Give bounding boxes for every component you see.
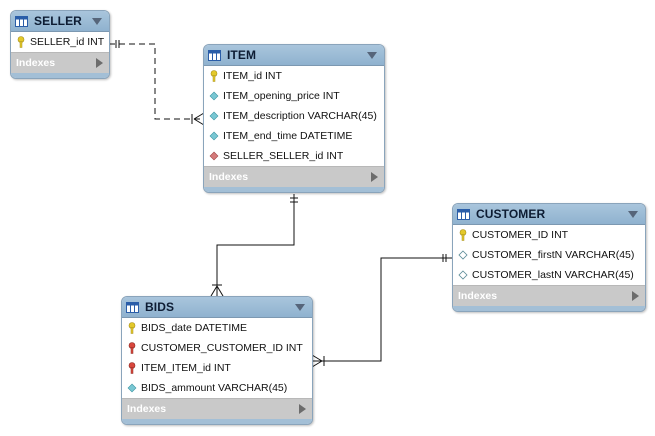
column-label: ITEM_description VARCHAR(45): [223, 110, 377, 122]
table-header: CUSTOMER: [453, 204, 645, 225]
table-header: ITEM: [204, 45, 384, 66]
column-label: SELLER_id INT: [30, 36, 105, 48]
relationship-item-bids[interactable]: [210, 194, 298, 297]
primary-key-icon: [458, 229, 468, 241]
foreign-primary-key-icon: [127, 342, 137, 354]
indexes-section[interactable]: Indexes: [453, 285, 645, 306]
chevron-down-icon[interactable]: [92, 17, 102, 25]
column-row[interactable]: ITEM_end_time DATETIME: [204, 126, 384, 146]
column-row[interactable]: CUSTOMER_lastN VARCHAR(45): [453, 265, 645, 285]
foreign-primary-key-icon: [127, 362, 137, 374]
column-row[interactable]: ITEM_opening_price INT: [204, 86, 384, 106]
column-icon: [209, 90, 219, 102]
table-icon: [457, 208, 470, 220]
column-list: ITEM_id INT ITEM_opening_price INT ITEM_de…: [204, 66, 384, 166]
column-list: SELLER_id INT: [11, 32, 109, 52]
indexes-label: Indexes: [16, 57, 56, 69]
table-title: CUSTOMER: [476, 207, 546, 221]
chevron-down-icon[interactable]: [367, 51, 377, 59]
indexes-section[interactable]: Indexes: [122, 398, 312, 419]
indexes-section[interactable]: Indexes: [11, 52, 109, 73]
column-label: BIDS_date DATETIME: [141, 322, 248, 334]
relationship-seller-item[interactable]: [109, 40, 205, 126]
column-label: BIDS_ammount VARCHAR(45): [141, 382, 288, 394]
table-icon: [126, 301, 139, 313]
table-footer: [453, 306, 645, 311]
expand-arrow-icon[interactable]: [299, 404, 306, 414]
column-label: ITEM_end_time DATETIME: [223, 130, 353, 142]
column-row[interactable]: CUSTOMER_CUSTOMER_ID INT: [122, 338, 312, 358]
table-title: SELLER: [34, 14, 82, 28]
column-row[interactable]: ITEM_id INT: [204, 66, 384, 86]
indexes-label: Indexes: [209, 171, 249, 183]
column-icon: [209, 110, 219, 122]
column-label: CUSTOMER_firstN VARCHAR(45): [472, 249, 635, 261]
table-icon: [15, 15, 28, 27]
table-title: ITEM: [227, 48, 257, 62]
primary-key-icon: [127, 322, 137, 334]
indexes-section[interactable]: Indexes: [204, 166, 384, 187]
table-footer: [204, 187, 384, 192]
relationship-customer-bids[interactable]: [311, 254, 453, 368]
nullable-column-icon: [458, 249, 468, 261]
column-row[interactable]: CUSTOMER_firstN VARCHAR(45): [453, 245, 645, 265]
table-icon: [208, 49, 221, 61]
table-seller[interactable]: SELLER SELLER_id INT Indexes: [10, 10, 110, 79]
column-icon: [127, 382, 137, 394]
table-title: BIDS: [145, 300, 175, 314]
column-label: ITEM_opening_price INT: [223, 90, 340, 102]
table-header: BIDS: [122, 297, 312, 318]
table-header: SELLER: [11, 11, 109, 32]
column-label: CUSTOMER_CUSTOMER_ID INT: [141, 342, 303, 354]
primary-key-icon: [209, 70, 219, 82]
column-row[interactable]: CUSTOMER_ID INT: [453, 225, 645, 245]
indexes-label: Indexes: [127, 403, 167, 415]
column-row[interactable]: SELLER_id INT: [11, 32, 109, 52]
expand-arrow-icon[interactable]: [632, 291, 639, 301]
table-customer[interactable]: CUSTOMER CUSTOMER_ID INT CUSTOMER_firstN …: [452, 203, 646, 312]
expand-arrow-icon[interactable]: [96, 58, 103, 68]
column-list: CUSTOMER_ID INT CUSTOMER_firstN VARCHAR(4…: [453, 225, 645, 285]
chevron-down-icon[interactable]: [628, 210, 638, 218]
column-row[interactable]: BIDS_date DATETIME: [122, 318, 312, 338]
table-footer: [122, 419, 312, 424]
column-label: CUSTOMER_lastN VARCHAR(45): [472, 269, 634, 281]
foreign-key-icon: [209, 150, 219, 162]
expand-arrow-icon[interactable]: [371, 172, 378, 182]
table-footer: [11, 73, 109, 78]
table-bids[interactable]: BIDS BIDS_date DATETIME CUSTOMER_CUSTOMER…: [121, 296, 313, 425]
column-label: SELLER_SELLER_id INT: [223, 150, 344, 162]
nullable-column-icon: [458, 269, 468, 281]
column-row[interactable]: ITEM_ITEM_id INT: [122, 358, 312, 378]
column-label: ITEM_ITEM_id INT: [141, 362, 231, 374]
column-row[interactable]: ITEM_description VARCHAR(45): [204, 106, 384, 126]
column-icon: [209, 130, 219, 142]
chevron-down-icon[interactable]: [295, 303, 305, 311]
primary-key-icon: [16, 36, 26, 48]
column-label: ITEM_id INT: [223, 70, 282, 82]
column-label: CUSTOMER_ID INT: [472, 229, 569, 241]
indexes-label: Indexes: [458, 290, 498, 302]
column-row[interactable]: BIDS_ammount VARCHAR(45): [122, 378, 312, 398]
column-list: BIDS_date DATETIME CUSTOMER_CUSTOMER_ID I…: [122, 318, 312, 398]
column-row[interactable]: SELLER_SELLER_id INT: [204, 146, 384, 166]
